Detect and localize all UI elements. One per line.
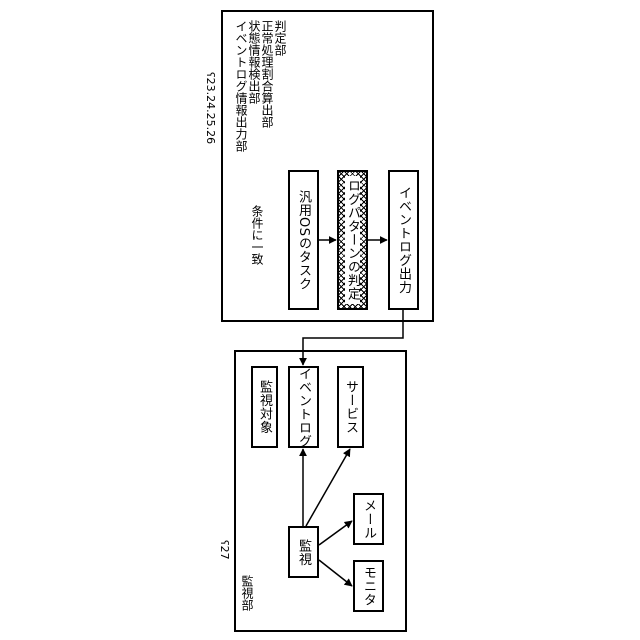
arrow-monitor-to-service: [306, 449, 350, 526]
arrow-monitor-to-display: [319, 560, 352, 586]
arrow-monitor-to-mail: [319, 521, 352, 545]
arrow-event-log-output-to-event-log: [303, 310, 403, 365]
